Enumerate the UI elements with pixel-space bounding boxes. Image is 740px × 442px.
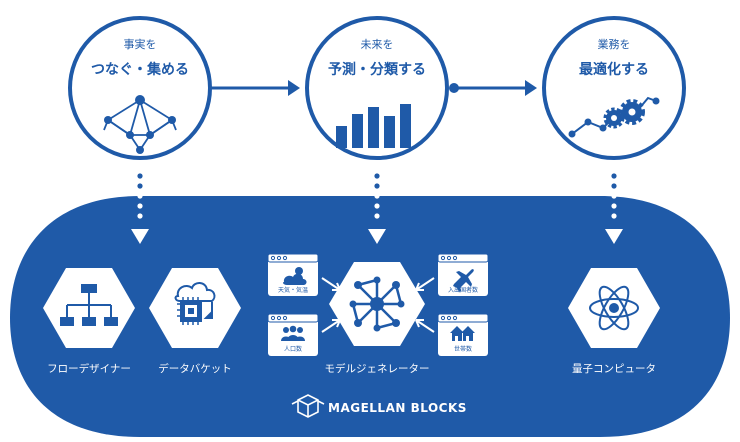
block-flow-designer: フローデザイナー bbox=[43, 268, 135, 375]
block-label-flow-designer: フローデザイナー bbox=[47, 362, 131, 375]
dotted-arrow-2 bbox=[368, 173, 386, 244]
bar-chart-icon bbox=[336, 104, 411, 148]
cloud-chip-icon bbox=[174, 282, 216, 325]
step-connectors bbox=[199, 80, 537, 96]
dotted-arrow-1 bbox=[131, 173, 149, 244]
block-data-bucket: データバケット bbox=[149, 268, 241, 375]
arrow-immigration-to-model bbox=[415, 277, 435, 291]
step-1-big: つなぐ・集める bbox=[91, 61, 189, 78]
houses-icon bbox=[450, 326, 475, 341]
input-immigration: 入出国者数 bbox=[437, 253, 489, 296]
brand-name: MAGELLAN BLOCKS bbox=[328, 401, 467, 415]
arrow-population-to-model bbox=[321, 319, 341, 333]
brand-logo: MAGELLAN BLOCKS bbox=[291, 394, 467, 418]
block-quantum-computer: 量子コンピュータ bbox=[568, 268, 660, 375]
input-weather: 天気・気温 bbox=[267, 253, 319, 296]
people-icon bbox=[281, 325, 305, 341]
arrow-weather-to-model bbox=[321, 277, 341, 291]
step-2-big: 予測・分類する bbox=[328, 61, 426, 78]
block-label-quantum-computer: 量子コンピュータ bbox=[572, 363, 656, 375]
gears-trend-icon bbox=[568, 96, 660, 138]
dotted-arrow-3 bbox=[605, 173, 623, 244]
weather-icon bbox=[283, 267, 307, 285]
input-label-immigration: 入出国者数 bbox=[448, 286, 478, 294]
step-3-big: 最適化する bbox=[579, 61, 649, 78]
step-2-small: 未来を bbox=[361, 38, 394, 51]
step-2: 未来を 予測・分類する bbox=[305, 16, 449, 160]
input-households: 世帯数 bbox=[437, 313, 489, 356]
block-model-generator: モデルジェネレーター bbox=[325, 262, 430, 375]
block-label-data-bucket: データバケット bbox=[158, 362, 232, 375]
airplane-icon bbox=[453, 269, 474, 292]
input-label-weather: 天気・気温 bbox=[278, 286, 308, 294]
block-label-model-generator: モデルジェネレーター bbox=[325, 362, 430, 375]
step-3-small: 業務を bbox=[598, 37, 631, 51]
step-1-small: 事実を bbox=[124, 37, 157, 51]
input-label-households: 世帯数 bbox=[454, 345, 472, 353]
blocks-logo-icon bbox=[291, 394, 325, 418]
flowchart-icon bbox=[60, 284, 118, 326]
dotted-arrows bbox=[131, 173, 623, 244]
input-label-population: 人口数 bbox=[284, 345, 302, 353]
arrow-households-to-model bbox=[415, 319, 435, 333]
step-1: 事実を つなぐ・集める bbox=[68, 16, 212, 160]
input-population: 人口数 bbox=[267, 313, 319, 356]
atom-icon bbox=[589, 285, 639, 331]
step-3: 業務を 最適化する bbox=[542, 16, 686, 160]
